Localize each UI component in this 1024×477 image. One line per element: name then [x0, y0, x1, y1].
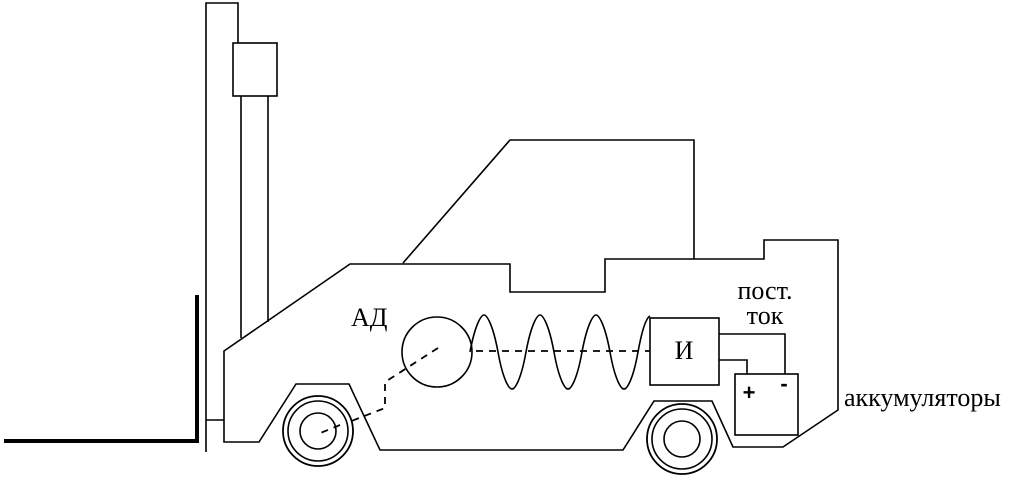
forklift-body — [223, 239, 839, 451]
dc-label-line2: ток — [747, 301, 784, 330]
cabin — [402, 139, 695, 264]
wiring — [719, 333, 786, 374]
batteries-label: аккумуляторы — [844, 383, 1001, 412]
inverter-box — [649, 317, 720, 386]
minus-sign: - — [780, 371, 787, 396]
mast — [205, 2, 278, 452]
carriage — [232, 42, 278, 97]
transmission-line — [317, 347, 439, 435]
dc-label-line1: пост. — [737, 276, 792, 305]
plus-sign: + — [743, 380, 756, 405]
rear-wheel — [646, 403, 718, 475]
drive-motor — [401, 316, 473, 388]
axle-line — [317, 424, 341, 435]
fork — [4, 295, 199, 443]
front-wheel — [282, 395, 354, 467]
battery-box — [734, 373, 799, 436]
cable-coil — [469, 314, 651, 390]
inverter-label: И — [675, 336, 694, 365]
motor-label: АД — [351, 303, 388, 332]
